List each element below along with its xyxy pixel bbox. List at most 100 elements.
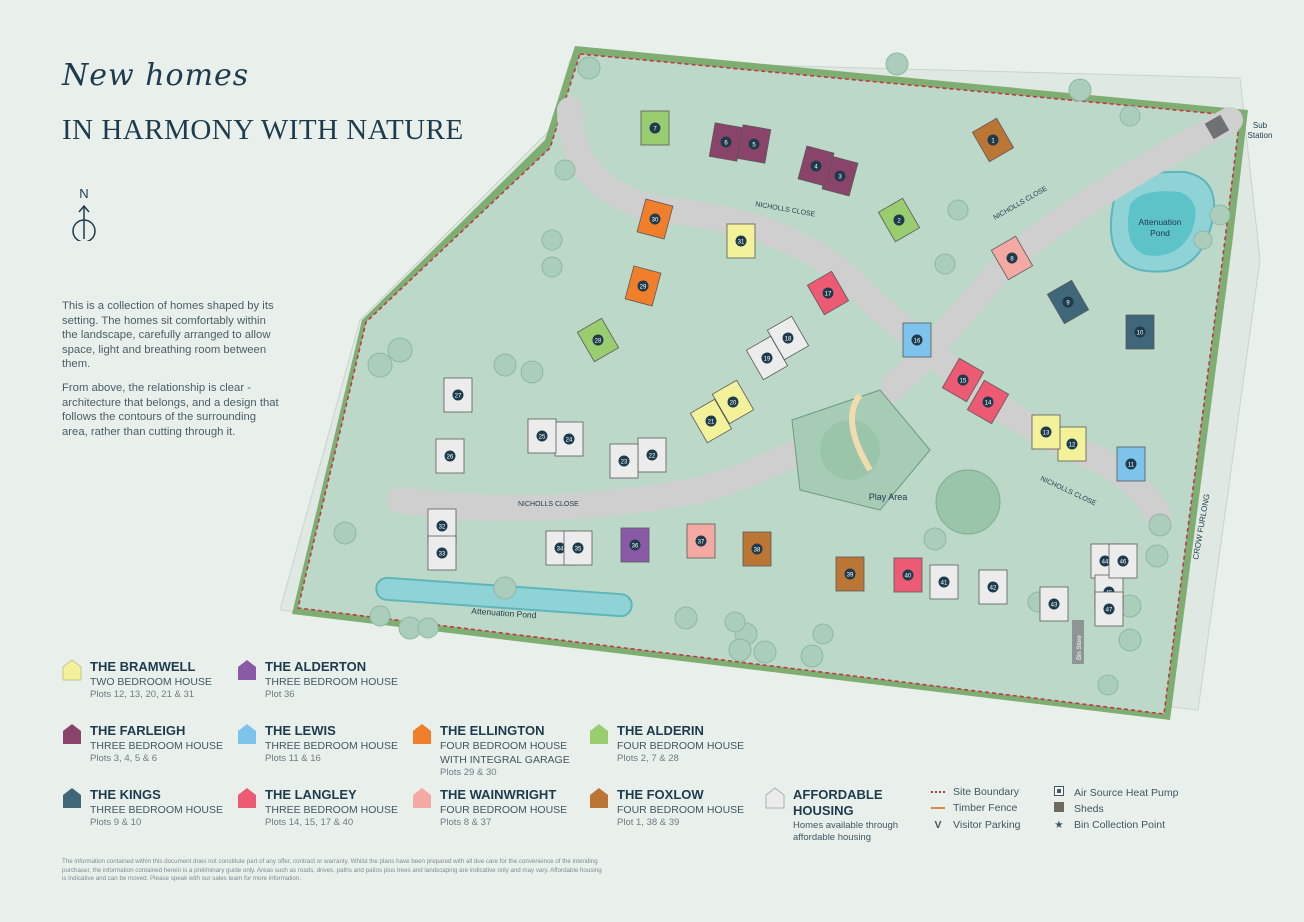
plot-28[interactable]: 28 <box>576 317 620 363</box>
plot-47-marker <box>1103 603 1115 615</box>
plot-11[interactable]: 11 <box>1116 446 1146 482</box>
plot-30-number: 30 <box>652 217 659 223</box>
plot-37[interactable]: 37 <box>686 523 716 559</box>
site-boundary-icon <box>931 786 945 798</box>
plot-36[interactable]: 36 <box>620 527 650 563</box>
plot-20[interactable]: 20 <box>711 379 755 425</box>
plot-24-number: 24 <box>566 437 573 443</box>
plot-19[interactable]: 19 <box>745 335 789 381</box>
plot-2[interactable]: 2 <box>877 197 921 243</box>
plot-20-number: 20 <box>730 400 737 406</box>
plot-9-number: 9 <box>1066 300 1070 306</box>
plot-10-marker <box>1134 326 1146 338</box>
plot-12-marker <box>1066 438 1078 450</box>
langley-house-icon <box>238 788 256 808</box>
plot-23[interactable]: 23 <box>609 443 639 479</box>
plot-11-number: 11 <box>1128 462 1135 468</box>
plot-16[interactable]: 16 <box>902 322 932 358</box>
plot-46[interactable]: 46 <box>1108 543 1138 579</box>
plot-4[interactable]: 4 <box>797 145 835 187</box>
plot-42[interactable]: 42 <box>978 569 1008 605</box>
key-sheds: Sheds <box>1052 802 1104 815</box>
plot-41-marker <box>938 576 950 588</box>
pond-bottom-label: Attenuation Pond <box>471 606 537 621</box>
alderin-house-icon <box>590 724 608 744</box>
plot-26[interactable]: 26 <box>435 438 465 474</box>
plot-27[interactable]: 27 <box>443 377 473 413</box>
plot-22[interactable]: 22 <box>637 437 667 473</box>
plot-24-marker <box>563 433 575 445</box>
plot-17[interactable]: 17 <box>806 270 850 316</box>
plot-35-number: 35 <box>575 546 582 552</box>
plot-29-marker <box>637 280 649 292</box>
plot-21[interactable]: 21 <box>689 398 733 444</box>
plot-40-building <box>893 557 923 593</box>
site-boundary <box>297 53 1241 715</box>
plot-21-number: 21 <box>708 419 715 425</box>
plot-5[interactable]: 5 <box>736 124 772 164</box>
plot-10[interactable]: 10 <box>1125 314 1155 350</box>
plot-1-marker <box>987 134 999 146</box>
key-site-boundary: Site Boundary <box>931 786 1019 798</box>
plot-39[interactable]: 39 <box>835 556 865 592</box>
kings-house-icon <box>63 788 81 808</box>
ellington-house-icon <box>413 724 431 744</box>
plot-29[interactable]: 29 <box>624 265 662 307</box>
plot-4-marker <box>810 160 822 172</box>
plot-43[interactable]: 43 <box>1039 586 1069 622</box>
plot-6[interactable]: 6 <box>708 122 744 162</box>
plot-15[interactable]: 15 <box>941 357 985 403</box>
affordable-house-icon <box>765 787 785 809</box>
plot-36-number: 36 <box>632 543 639 549</box>
farleigh-house-icon <box>63 724 81 744</box>
plot-40[interactable]: 40 <box>893 557 923 593</box>
plot-37-marker <box>695 535 707 547</box>
trees <box>333 52 1231 696</box>
plot-8-marker <box>1006 252 1018 264</box>
plot-16-number: 16 <box>914 338 921 344</box>
plot-3[interactable]: 3 <box>821 155 859 197</box>
plot-24[interactable]: 24 <box>554 421 584 457</box>
plot-33[interactable]: 33 <box>427 535 457 571</box>
plot-4-number: 4 <box>814 164 818 170</box>
plot-38-marker <box>751 543 763 555</box>
plot-27-number: 27 <box>455 393 462 399</box>
plot-9[interactable]: 9 <box>1046 279 1090 325</box>
plot-26-building <box>435 438 465 474</box>
plot-25[interactable]: 25 <box>527 418 557 454</box>
plot-28-marker <box>592 334 604 346</box>
plot-7[interactable]: 7 <box>640 110 670 146</box>
plot-14[interactable]: 14 <box>966 379 1010 425</box>
script-title: New homes <box>62 58 250 93</box>
lewis-house-icon <box>238 724 256 744</box>
plot-3-marker <box>834 170 846 182</box>
sub-station[interactable] <box>1204 114 1230 140</box>
foxlow-house-icon <box>590 788 608 808</box>
plot-30[interactable]: 30 <box>636 198 674 240</box>
plot-8[interactable]: 8 <box>990 235 1034 281</box>
plot-13[interactable]: 13 <box>1031 414 1061 450</box>
plot-34-number: 34 <box>557 546 564 552</box>
plot-47[interactable]: 47 <box>1094 591 1124 627</box>
plot-23-number: 23 <box>621 459 628 465</box>
timber-fence-icon <box>931 802 945 814</box>
site-plan-map[interactable]: Attenuation Pond Attenuation Pond NICHOL… <box>280 20 1280 720</box>
plot-41[interactable]: 41 <box>929 564 959 600</box>
plot-5-number: 5 <box>752 142 756 148</box>
plot-5-marker <box>748 138 760 150</box>
plot-6-marker <box>720 136 732 148</box>
plot-12[interactable]: 12 <box>1057 426 1087 462</box>
plot-1[interactable]: 1 <box>971 117 1015 163</box>
plot-38[interactable]: 38 <box>742 531 772 567</box>
plot-31[interactable]: 31 <box>726 223 756 259</box>
plot-21-marker <box>705 415 717 427</box>
plot-36-building <box>620 527 650 563</box>
plot-18-marker <box>782 332 794 344</box>
wainwright-house-icon <box>413 788 431 808</box>
house-plots[interactable]: 1234567891011121314151617181920212223242… <box>427 110 1155 627</box>
plot-29-number: 29 <box>640 284 647 290</box>
plot-33-number: 33 <box>439 551 446 557</box>
plot-28-number: 28 <box>595 338 602 344</box>
plot-25-marker <box>536 430 548 442</box>
plot-35[interactable]: 35 <box>563 530 593 566</box>
